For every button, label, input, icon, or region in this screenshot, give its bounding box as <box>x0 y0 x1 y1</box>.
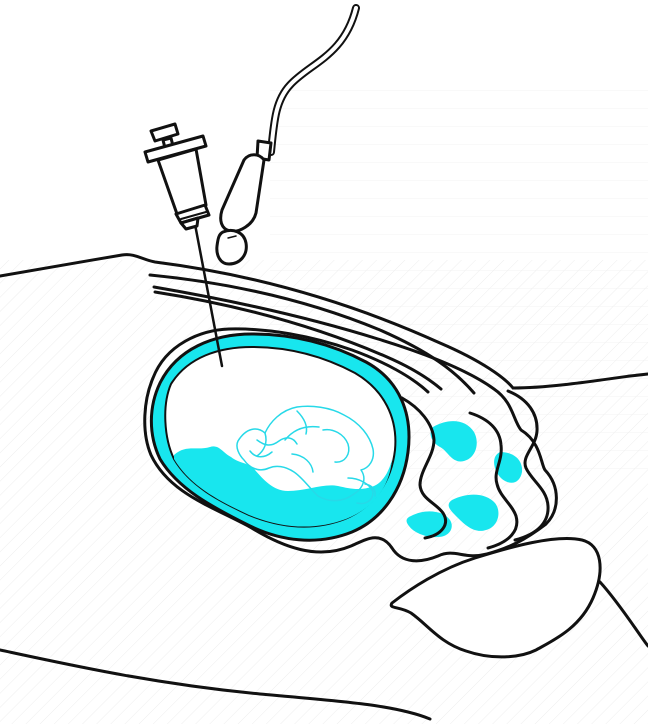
ultrasound-transducer <box>217 141 271 264</box>
syringe <box>145 124 209 229</box>
